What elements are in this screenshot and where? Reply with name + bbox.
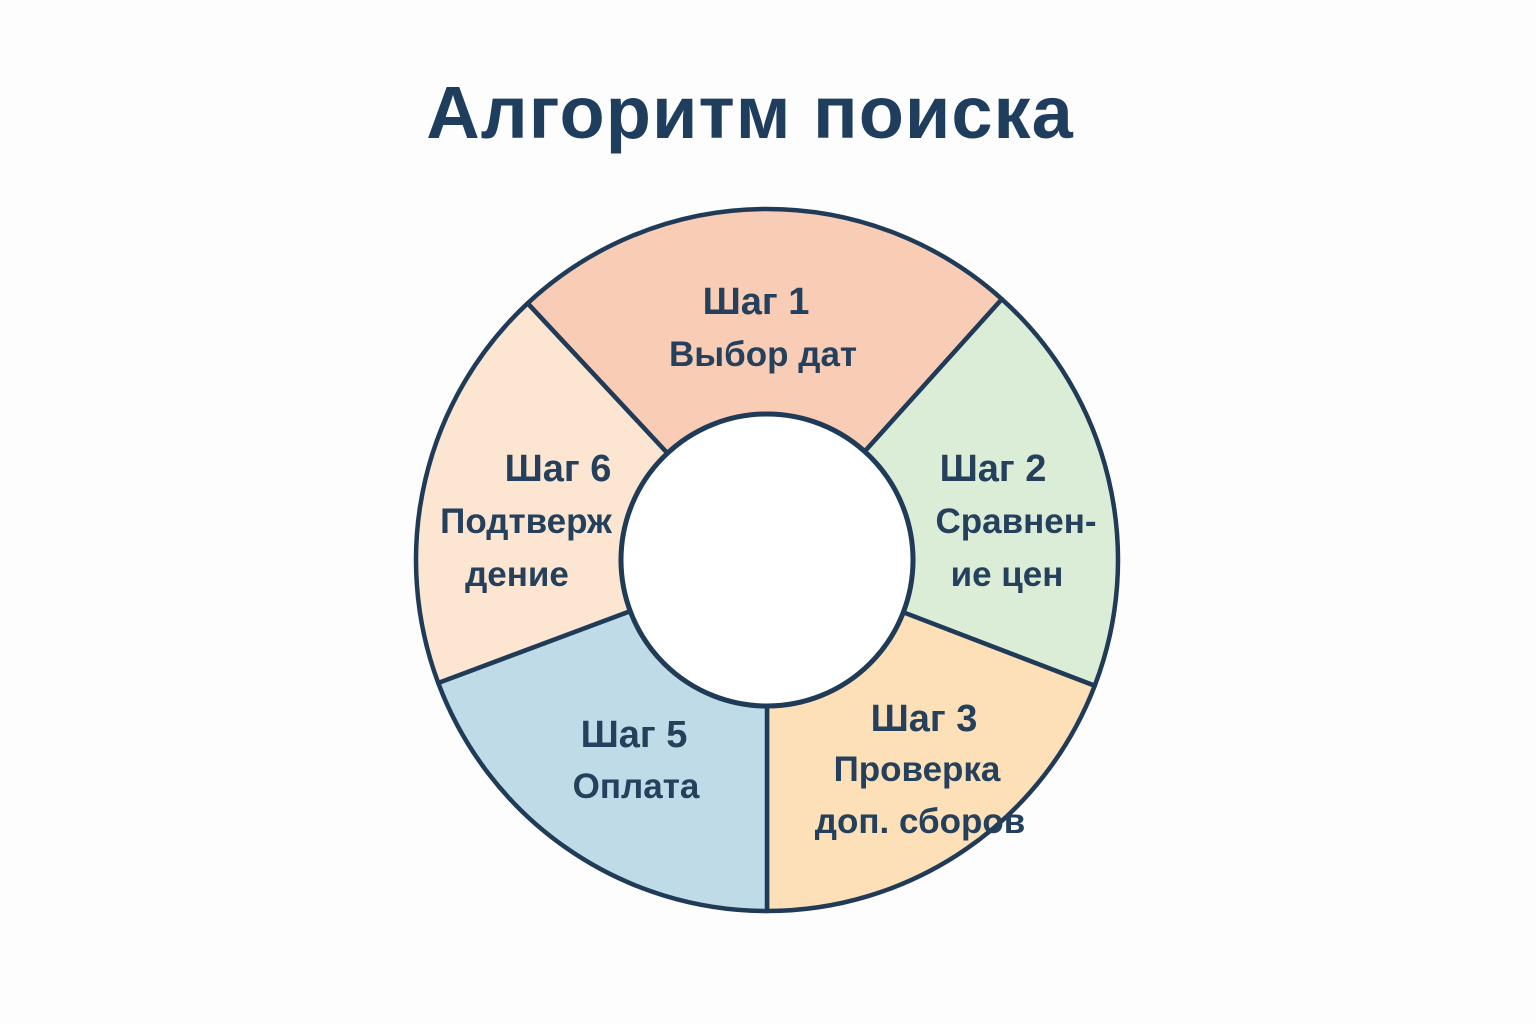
step6-label-line2: дение: [465, 555, 569, 594]
step6-label-line1: Подтверж: [440, 502, 613, 541]
step1-label: Выбор дат: [669, 335, 857, 374]
step1-heading: Шаг 1: [703, 281, 810, 323]
step2-label-line1: Сравнен-: [935, 502, 1096, 541]
step3-label-line1: Проверка: [834, 750, 1001, 789]
step2-heading: Шаг 2: [940, 448, 1047, 490]
step2-label-line2: ие цен: [951, 555, 1064, 594]
step3-heading: Шаг 3: [871, 698, 978, 740]
step5-heading: Шаг 5: [581, 714, 688, 756]
step6-heading: Шаг 6: [505, 448, 612, 490]
center-circle: [618, 411, 916, 709]
step3-label-line2: доп. сборов: [815, 802, 1025, 841]
step5-label: Оплата: [573, 767, 700, 806]
diagram-title: Алгоритм поиска: [426, 71, 1074, 154]
